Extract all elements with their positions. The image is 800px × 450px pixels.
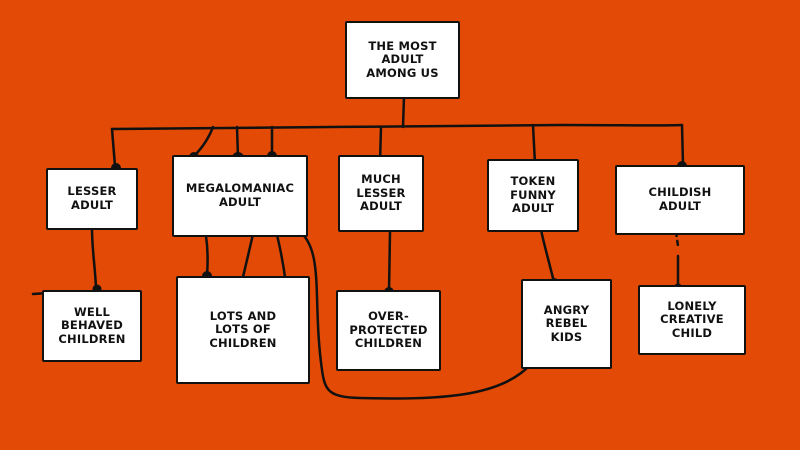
connector-megalomaniac-to-lots-1	[204, 234, 209, 277]
node-token-funny-adult: TOKEN FUNNY ADULT	[487, 159, 579, 232]
node-angry-rebel-kids: ANGRY REBEL KIDS	[521, 279, 612, 369]
node-lonely-creative-child: LONELY CREATIVE CHILD	[638, 285, 746, 355]
connector-lesser-to-well-behaved	[90, 226, 98, 290]
connector-token-to-angry-rebel	[539, 228, 556, 284]
node-megalomaniac-adult: MEGALOMANIAC ADULT	[172, 155, 308, 237]
connector-horizontal-bus	[110, 123, 684, 131]
node-label: TOKEN FUNNY ADULT	[510, 174, 556, 216]
connector-megalomaniac-to-angry-rebel	[296, 228, 532, 400]
node-childish-adult: CHILDISH ADULT	[615, 165, 745, 235]
connector-root-down	[401, 95, 406, 129]
node-label: MUCH LESSER ADULT	[356, 172, 406, 214]
node-label: OVER- PROTECTED CHILDREN	[349, 309, 428, 351]
node-much-lesser-adult: MUCH LESSER ADULT	[338, 155, 424, 232]
node-label: THE MOST ADULT AMONG US	[366, 38, 439, 80]
connector-to-megalomaniac-1	[192, 125, 215, 158]
node-the-most-adult-among-us: THE MOST ADULT AMONG US	[345, 21, 460, 99]
node-label: ANGRY REBEL KIDS	[543, 302, 590, 344]
node-label: LESSER ADULT	[67, 184, 117, 212]
node-over-protected-children: OVER- PROTECTED CHILDREN	[336, 290, 441, 371]
node-label: LOTS AND LOTS OF CHILDREN	[209, 308, 277, 350]
node-lesser-adult: LESSER ADULT	[46, 168, 138, 230]
node-label: WELL BEHAVED CHILDREN	[58, 304, 126, 346]
node-well-behaved-children: WELL BEHAVED CHILDREN	[42, 290, 142, 362]
connector-to-token-funny-adult	[531, 123, 537, 166]
connector-to-childish-adult	[680, 123, 685, 166]
connector-much-lesser-to-over-protected	[387, 230, 392, 294]
node-label: MEGALOMANIAC ADULT	[185, 181, 295, 209]
connector-to-lesser-adult	[110, 127, 117, 168]
node-label: LONELY CREATIVE CHILD	[660, 298, 724, 340]
node-label: CHILDISH ADULT	[648, 185, 712, 213]
connector-to-megalomaniac-2	[235, 125, 240, 159]
node-lots-and-lots-of-children: LOTS AND LOTS OF CHILDREN	[176, 276, 310, 384]
